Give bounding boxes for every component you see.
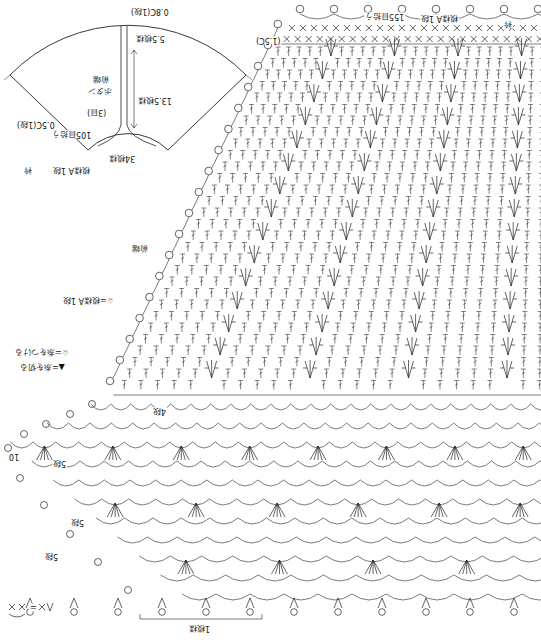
picot: [43, 421, 50, 428]
chart-label: ボタン: [87, 87, 113, 95]
picot: [175, 230, 183, 238]
picot: [203, 609, 210, 616]
chart-label: 模様A 1段: [420, 14, 459, 22]
picot: [466, 5, 474, 13]
picot: [234, 104, 242, 112]
picot: [335, 609, 342, 616]
picot: [106, 377, 114, 385]
symbol-key: [9, 603, 53, 617]
picot: [423, 609, 430, 616]
picot: [432, 5, 440, 13]
shell-motif: [205, 38, 529, 378]
dimension-arrow: [131, 50, 137, 128]
chart-label: 5段: [70, 518, 85, 526]
picot: [67, 531, 74, 538]
chart-label: 衿: [23, 166, 33, 174]
chart-label: 1模様: [188, 624, 211, 632]
leader-line: [4, 75, 252, 80]
row-line: [113, 44, 541, 395]
chart-label: ☆=模様A 1段: [62, 296, 115, 304]
chart-label: 5段: [52, 459, 67, 467]
chart-label: 前端: [131, 244, 149, 252]
chart-label: 衿: [503, 20, 513, 28]
chain-loop: [10, 404, 541, 600]
picot: [254, 62, 262, 70]
picot: [195, 188, 203, 196]
picot: [225, 125, 233, 133]
chart-label: ☆=糸をつける: [14, 348, 70, 356]
chart-label: (1.5C): [255, 36, 282, 44]
chart-label: 模様A 1段: [52, 166, 91, 174]
picot: [185, 209, 193, 217]
chart-label: 0.5C(1段): [16, 120, 56, 128]
double-crochet: [122, 47, 541, 390]
picot: [89, 401, 96, 408]
picot: [379, 609, 386, 616]
picot: [125, 587, 132, 594]
picot: [534, 5, 541, 13]
picot: [500, 5, 508, 13]
picot: [115, 609, 122, 616]
picot: [126, 335, 134, 343]
picot: [467, 609, 474, 616]
picot: [511, 609, 518, 616]
chart-label: 10: [8, 452, 20, 460]
chart-label: 前端: [92, 75, 110, 83]
chart-label: =: [29, 603, 38, 611]
chart-label: 155目拾う: [364, 12, 405, 20]
picot: [71, 609, 78, 616]
picot: [41, 502, 48, 509]
chart-label: 4段: [152, 407, 167, 415]
picot: [296, 5, 304, 13]
chart-label: 5.5模様: [135, 34, 166, 42]
front-band: [98, 26, 156, 146]
chart-label: ▲=糸を切る: [19, 363, 66, 371]
picot: [215, 146, 223, 154]
yoke-outline: [10, 25, 246, 150]
picot: [116, 356, 124, 364]
picot: [274, 20, 282, 28]
repeat-bracket: [140, 614, 262, 619]
picot: [165, 251, 173, 259]
picot: [95, 559, 102, 566]
picot: [330, 5, 338, 13]
picot: [67, 411, 74, 418]
picot: [159, 609, 166, 616]
edge-chain: [113, 28, 278, 378]
edge-cluster: [26, 598, 518, 608]
chart-label: 5段: [44, 552, 59, 560]
picot: [136, 314, 144, 322]
chart-label: (3目): [86, 108, 107, 116]
chart-label: 0.8C(1段): [130, 7, 170, 15]
picot: [156, 272, 164, 280]
picot: [291, 609, 298, 616]
picot: [17, 475, 24, 482]
picot: [247, 609, 254, 616]
picot: [5, 445, 12, 452]
chart-label: 13.5模様: [137, 96, 173, 104]
picot: [21, 431, 28, 438]
picot: [244, 83, 252, 91]
pineapple-cluster: [36, 446, 541, 574]
chart-label: 105目拾う: [51, 130, 92, 138]
picot: [205, 167, 213, 175]
picot: [146, 293, 154, 301]
chart-label: 34模様: [108, 154, 136, 162]
